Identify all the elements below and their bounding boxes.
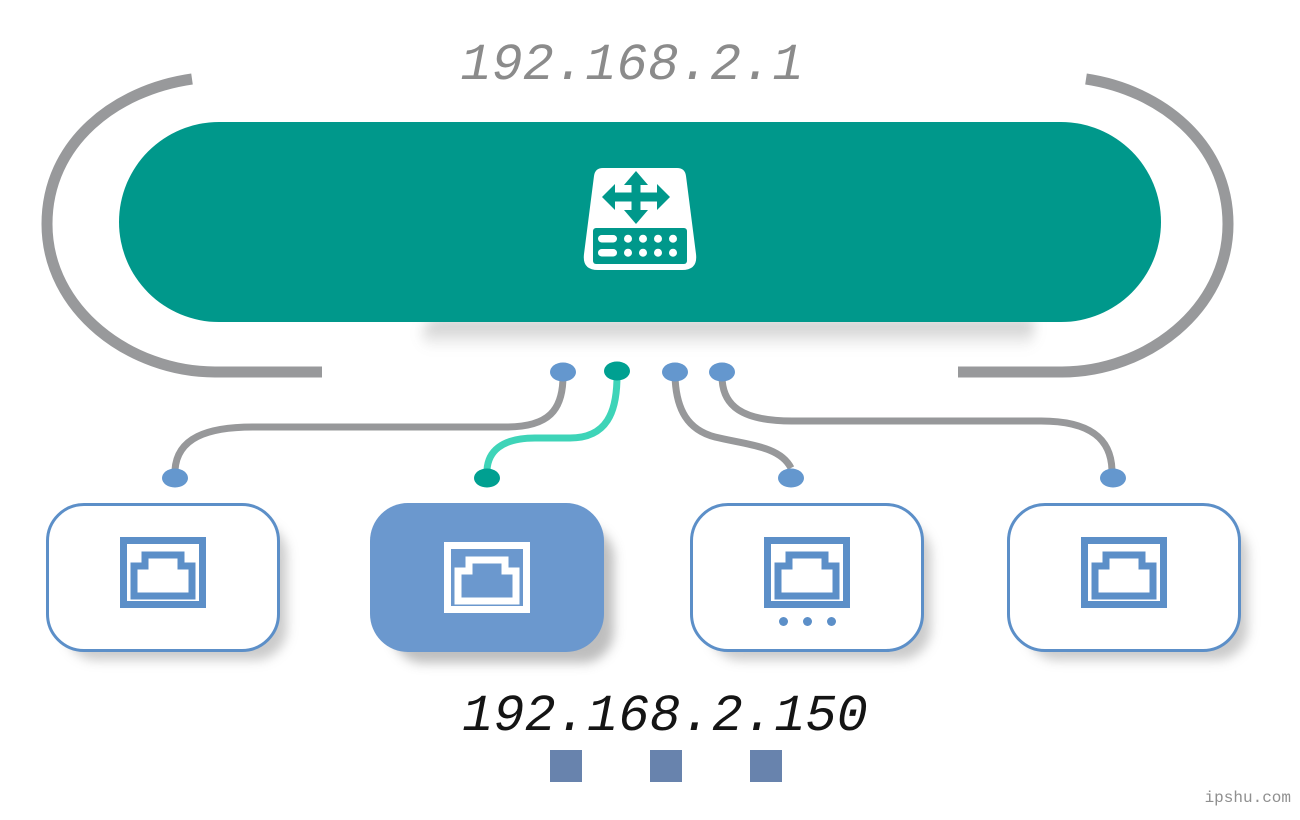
network-switch-icon	[583, 168, 697, 270]
router-node	[119, 122, 1161, 322]
device-box-4	[1007, 503, 1241, 652]
left-bracket-arc	[41, 73, 322, 378]
router-ip-label: 192.168.2.1	[460, 36, 804, 95]
ethernet-port-icon	[764, 537, 850, 608]
connection-line-2-active	[483, 375, 621, 471]
router-pill-shadow	[422, 319, 1034, 349]
right-bracket-arc	[958, 73, 1234, 378]
device-box-1	[46, 503, 280, 652]
router-port-dot-3	[662, 362, 688, 382]
device-port-dot-2-active	[474, 468, 500, 488]
device-port-dot-4	[1100, 468, 1126, 488]
device-port-dot-3	[778, 468, 804, 488]
router-port-dot-2-active	[604, 361, 630, 381]
ethernet-port-icon	[444, 542, 530, 613]
router-port-dot-4	[709, 362, 735, 382]
ip-marker-square-3	[750, 750, 782, 782]
ethernet-port-icon	[1081, 537, 1167, 608]
device-port-dot-1	[162, 468, 188, 488]
device-box-2-highlighted	[370, 503, 604, 652]
router-port-dot-1	[550, 362, 576, 382]
ip-marker-square-1	[550, 750, 582, 782]
connection-line-3	[671, 375, 795, 470]
connection-line-4	[718, 375, 1116, 471]
ethernet-port-icon	[120, 537, 206, 608]
client-ip-label: 192.168.2.150	[462, 687, 868, 746]
more-devices-ellipsis-icon	[778, 617, 836, 626]
ip-marker-square-2	[650, 750, 682, 782]
watermark-text: ipshu.com	[1204, 789, 1291, 807]
device-box-3	[690, 503, 924, 652]
connection-line-1	[171, 375, 567, 471]
